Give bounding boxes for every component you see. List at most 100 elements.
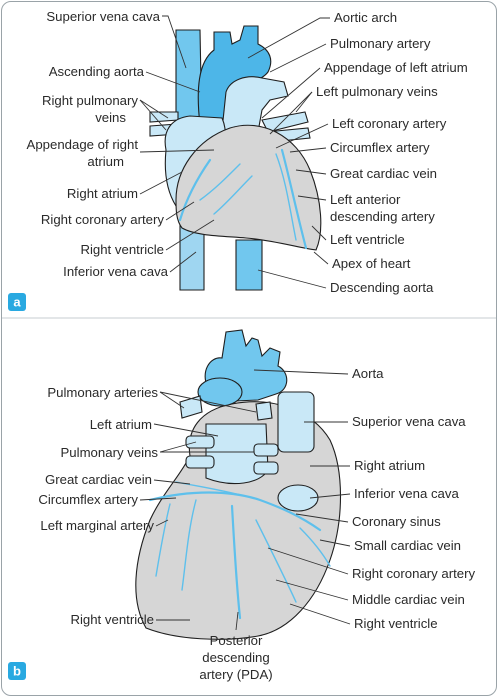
right-coronary-vessel	[178, 158, 212, 222]
pulmonary-artery-left-shape	[179, 395, 203, 419]
label-aorta: Aorta	[352, 366, 384, 381]
label-pda-1: Posterior	[210, 633, 263, 648]
label-left-marginal-artery: Left marginal artery	[40, 518, 154, 533]
label-appendage-right-atrium-1: Appendage of right	[27, 137, 139, 152]
label-inferior-vena-cava-b: Inferior vena cava	[354, 486, 459, 501]
label-right-ventricle-b: Right ventricle	[70, 612, 154, 627]
diagonal-branch-vessel	[213, 175, 253, 215]
label-left-anterior-descending-1: Left anterior	[330, 192, 401, 207]
label-appendage-left-atrium: Appendage of left atrium	[324, 60, 468, 75]
label-right-ventricle: Right ventricle	[80, 242, 164, 257]
label-right-pulmonary-veins-1: Right pulmonary	[42, 93, 138, 108]
leader-right-pulmonary-veins-1	[139, 99, 169, 119]
label-pda-2: descending	[202, 650, 269, 665]
label-pulmonary-artery: Pulmonary artery	[330, 36, 431, 51]
left-marginal-vessel	[155, 503, 171, 577]
label-descending-aorta: Descending aorta	[330, 280, 434, 295]
panel-a-badge-letter: a	[13, 295, 21, 310]
label-pulmonary-arteries: Pulmonary arteries	[47, 385, 158, 400]
leader-left-anterior-descending	[297, 195, 327, 201]
pulmonary-artery-right-shape	[255, 401, 273, 421]
inferior-vena-cava-b-shape	[277, 484, 319, 512]
leader-pulmonary-arteries-2	[159, 391, 257, 413]
leader-pulmonary-artery	[269, 43, 327, 73]
label-right-coronary-artery: Right coronary artery	[41, 212, 165, 227]
leader-great-cardiac-vein	[295, 169, 327, 175]
leader-left-coronary-artery	[275, 123, 329, 149]
label-small-cardiac-vein: Small cardiac vein	[354, 538, 461, 553]
leader-small-cardiac-vein	[319, 539, 351, 547]
leader-circumflex-artery	[289, 147, 327, 153]
panel-a: Superior vena cava Ascending aorta Right…	[8, 9, 468, 311]
leader-appendage-left-atrium	[261, 67, 321, 119]
leader-pda	[235, 611, 239, 631]
label-left-ventricle: Left ventricle	[330, 232, 405, 247]
left-marginal-vessel-2	[181, 499, 197, 591]
label-right-atrium-b: Right atrium	[354, 458, 425, 473]
small-cardiac-vessel	[299, 527, 331, 567]
leader-left-marginal-artery	[155, 519, 169, 527]
pulmonary-artery-shape	[221, 76, 289, 133]
label-right-atrium: Right atrium	[67, 186, 138, 201]
leader-left-pulmonary-veins-1	[295, 91, 313, 113]
label-great-cardiac-vein-b: Great cardiac vein	[45, 472, 152, 487]
descending-aorta-shape	[235, 239, 263, 291]
left-anterior-descending-vessel	[280, 148, 308, 250]
label-left-anterior-descending-2: descending artery	[330, 209, 435, 224]
label-superior-vena-cava-b: Superior vena cava	[352, 414, 466, 429]
label-middle-cardiac-vein: Middle cardiac vein	[352, 592, 465, 607]
leader-right-atrium	[139, 171, 183, 195]
label-left-atrium: Left atrium	[90, 417, 152, 432]
leader-great-cardiac-vein-b	[153, 479, 191, 485]
label-circumflex-artery-b: Circumflex artery	[38, 492, 138, 507]
posterior-descending-vessel	[230, 504, 242, 620]
label-ascending-aorta: Ascending aorta	[49, 64, 145, 79]
leader-descending-aorta	[257, 269, 327, 289]
middle-cardiac-vein-vessel	[255, 519, 297, 603]
leader-right-ventricle-b-right	[289, 603, 351, 625]
aorta-root-shape	[197, 377, 243, 407]
leader-inferior-vena-cava	[169, 251, 197, 273]
diagonal-branch-vessel-2	[199, 163, 241, 201]
leader-superior-vena-cava	[162, 15, 187, 69]
leader-aorta	[253, 369, 349, 375]
label-left-pulmonary-veins: Left pulmonary veins	[316, 84, 438, 99]
leader-inferior-vena-cava-b	[309, 493, 351, 499]
label-right-coronary-artery-b: Right coronary artery	[352, 566, 476, 581]
label-circumflex-artery: Circumflex artery	[330, 140, 430, 155]
label-pulmonary-veins: Pulmonary veins	[61, 445, 159, 460]
leader-apex-of-heart	[313, 251, 329, 265]
panel-b-badge	[8, 662, 26, 680]
pulmonary-vein-b-3	[253, 443, 279, 457]
label-aortic-arch: Aortic arch	[334, 10, 397, 25]
label-pda-3: artery (PDA)	[199, 667, 272, 682]
panel-a-badge	[8, 293, 26, 311]
coronary-sinus-vessel	[148, 491, 322, 532]
label-great-cardiac-vein: Great cardiac vein	[330, 166, 437, 181]
pulmonary-vein-b-1	[185, 435, 215, 449]
label-coronary-sinus: Coronary sinus	[352, 514, 441, 529]
pulmonary-vein-b-4	[253, 461, 279, 475]
label-superior-vena-cava: Superior vena cava	[46, 9, 160, 24]
leader-pulmonary-veins-1	[159, 441, 197, 453]
leader-pulmonary-arteries-1	[159, 391, 185, 409]
label-appendage-right-atrium-2: atrium	[87, 154, 124, 169]
label-right-pulmonary-veins-2: veins	[95, 110, 126, 125]
inferior-vena-cava-shape	[179, 224, 205, 291]
label-left-coronary-artery: Left coronary artery	[332, 116, 447, 131]
leader-right-coronary-artery-b	[267, 547, 349, 575]
leader-middle-cardiac-vein	[275, 579, 349, 601]
great-cardiac-vein-vessel	[275, 153, 297, 241]
label-inferior-vena-cava: Inferior vena cava	[63, 264, 168, 279]
leader-appendage-right-atrium	[139, 149, 215, 153]
label-apex-of-heart: Apex of heart	[332, 256, 411, 271]
label-right-ventricle-b-right: Right ventricle	[354, 616, 438, 631]
leader-left-atrium-b	[153, 423, 219, 437]
leader-circumflex-artery-b	[139, 497, 177, 501]
leader-coronary-sinus	[295, 513, 349, 523]
pulmonary-vein-b-2	[185, 455, 215, 469]
leader-right-coronary-artery	[165, 201, 195, 221]
leader-ascending-aorta	[145, 71, 201, 93]
leader-left-ventricle	[311, 225, 327, 241]
